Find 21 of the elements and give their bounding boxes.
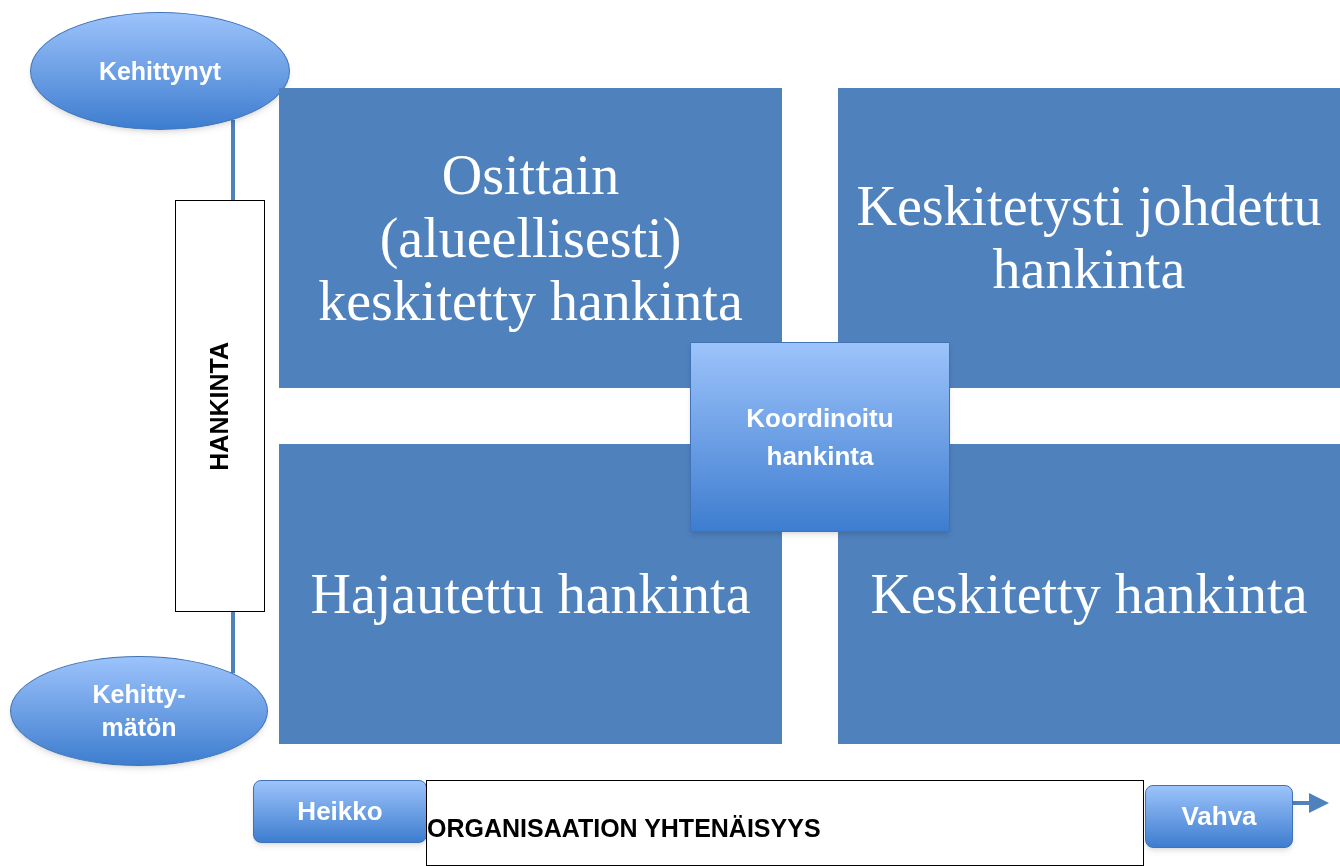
quadrant-box <box>838 88 1340 388</box>
node-label: Osittain (alueellisesti) keskitetty hankinta <box>317 143 744 333</box>
quadrant-box <box>279 88 782 388</box>
arrow <box>1293 793 1329 813</box>
scale-end-box <box>253 780 427 843</box>
axis-title-box <box>426 780 1144 866</box>
center-box <box>690 342 950 532</box>
node-label: ORGANISAATION YHTENÄISYYS <box>427 813 821 845</box>
node-label: HANKINTA <box>204 341 235 471</box>
scale-end-box <box>1145 785 1293 848</box>
node-label: Heikko <box>297 795 383 828</box>
node-label: Kehittynyt <box>98 55 222 87</box>
node-label: Keskitetysti johdettu hankinta <box>855 175 1323 301</box>
node-label: Keskitetty hankinta <box>870 562 1308 626</box>
connector-line <box>231 612 235 674</box>
node-label: Koordinoitu hankinta <box>745 402 895 473</box>
axis-title-box <box>175 200 265 612</box>
node-label: Vahva <box>1181 800 1257 833</box>
node-label: Hajautettu hankinta <box>310 562 751 626</box>
connector-line <box>231 119 235 200</box>
node-label: Kehitty-mätön <box>91 679 187 743</box>
